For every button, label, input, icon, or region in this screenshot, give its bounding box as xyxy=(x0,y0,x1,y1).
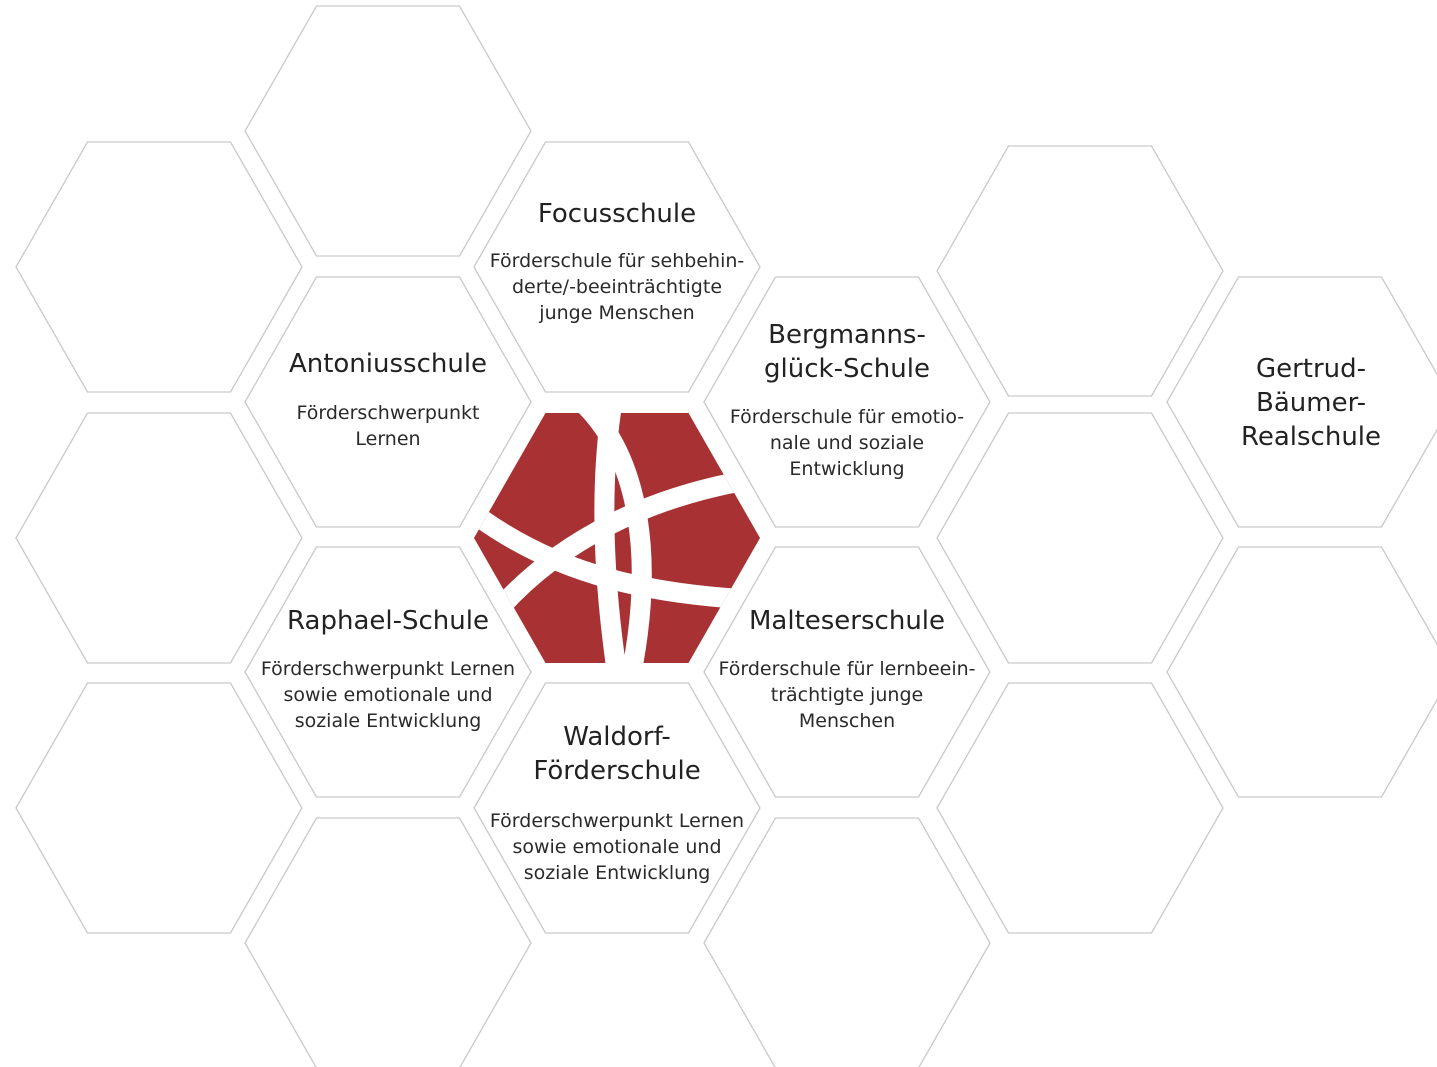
hex-cell-focusschule xyxy=(473,141,761,393)
school-desc-focusschule: Förderschule für sehbehin-derte/-beeintr… xyxy=(489,250,745,324)
school-name-gertrud-baeumer: Gertrud-Bäumer-Realschule xyxy=(1240,354,1382,452)
school-name-antoniusschule: Antoniusschule xyxy=(288,349,488,379)
hex-focusschule: Focusschule Förderschule für sehbehin-de… xyxy=(476,197,758,326)
school-name-malteserschule: Malteserschule xyxy=(748,606,946,636)
school-name-raphael: Raphael-Schule xyxy=(287,606,489,636)
hex-cell-bergmannsglueck-schule xyxy=(703,276,991,528)
hex-cell-right-bottom xyxy=(936,682,1224,934)
hex-cell-right-top xyxy=(936,145,1224,397)
hex-gertrud-baeumer-realschule: Gertrud-Bäumer-Realschule xyxy=(1170,352,1437,454)
hex-cell-antoniusschule xyxy=(244,276,532,528)
hex-cell-bottom-left xyxy=(15,682,303,934)
hex-cell-raphael-schule xyxy=(244,546,532,798)
hex-cell-top-left xyxy=(15,141,303,393)
school-desc-malteserschule: Förderschule für lernbeein-trächtigte ju… xyxy=(718,658,976,732)
hex-waldorf-foerderschule: Waldorf-Förderschule Förderschwerpunkt L… xyxy=(476,720,758,886)
school-desc-bergmannsglueck: Förderschule für emotio-nale und soziale… xyxy=(729,406,965,480)
hex-cell-left-middle xyxy=(15,412,303,664)
school-name-waldorf: Waldorf-Förderschule xyxy=(533,722,701,786)
school-name-focusschule: Focusschule xyxy=(537,199,697,229)
hex-bergmannsglueck-schule: Bergmanns-glück-Schule Förderschule für … xyxy=(706,318,988,482)
hex-malteserschule: Malteserschule Förderschule für lernbeei… xyxy=(706,604,988,734)
hex-cell-top xyxy=(244,5,532,257)
hex-cell-right-middle xyxy=(936,412,1224,664)
logo-curve-4 xyxy=(594,413,628,663)
hex-cell-lower-left xyxy=(244,817,532,1067)
hex-cell-lower-right xyxy=(703,817,991,1067)
logo-curves xyxy=(474,413,760,663)
school-name-bergmannsglueck: Bergmanns-glück-Schule xyxy=(764,320,930,384)
hex-cell-gertrud-baeumer-realschule xyxy=(1166,276,1437,528)
hex-cell-waldorf-foerderschule xyxy=(473,682,761,934)
hex-cell-malteserschule xyxy=(703,546,991,798)
network-logo-icon xyxy=(474,413,760,663)
hex-cell-far-right xyxy=(1166,546,1437,798)
